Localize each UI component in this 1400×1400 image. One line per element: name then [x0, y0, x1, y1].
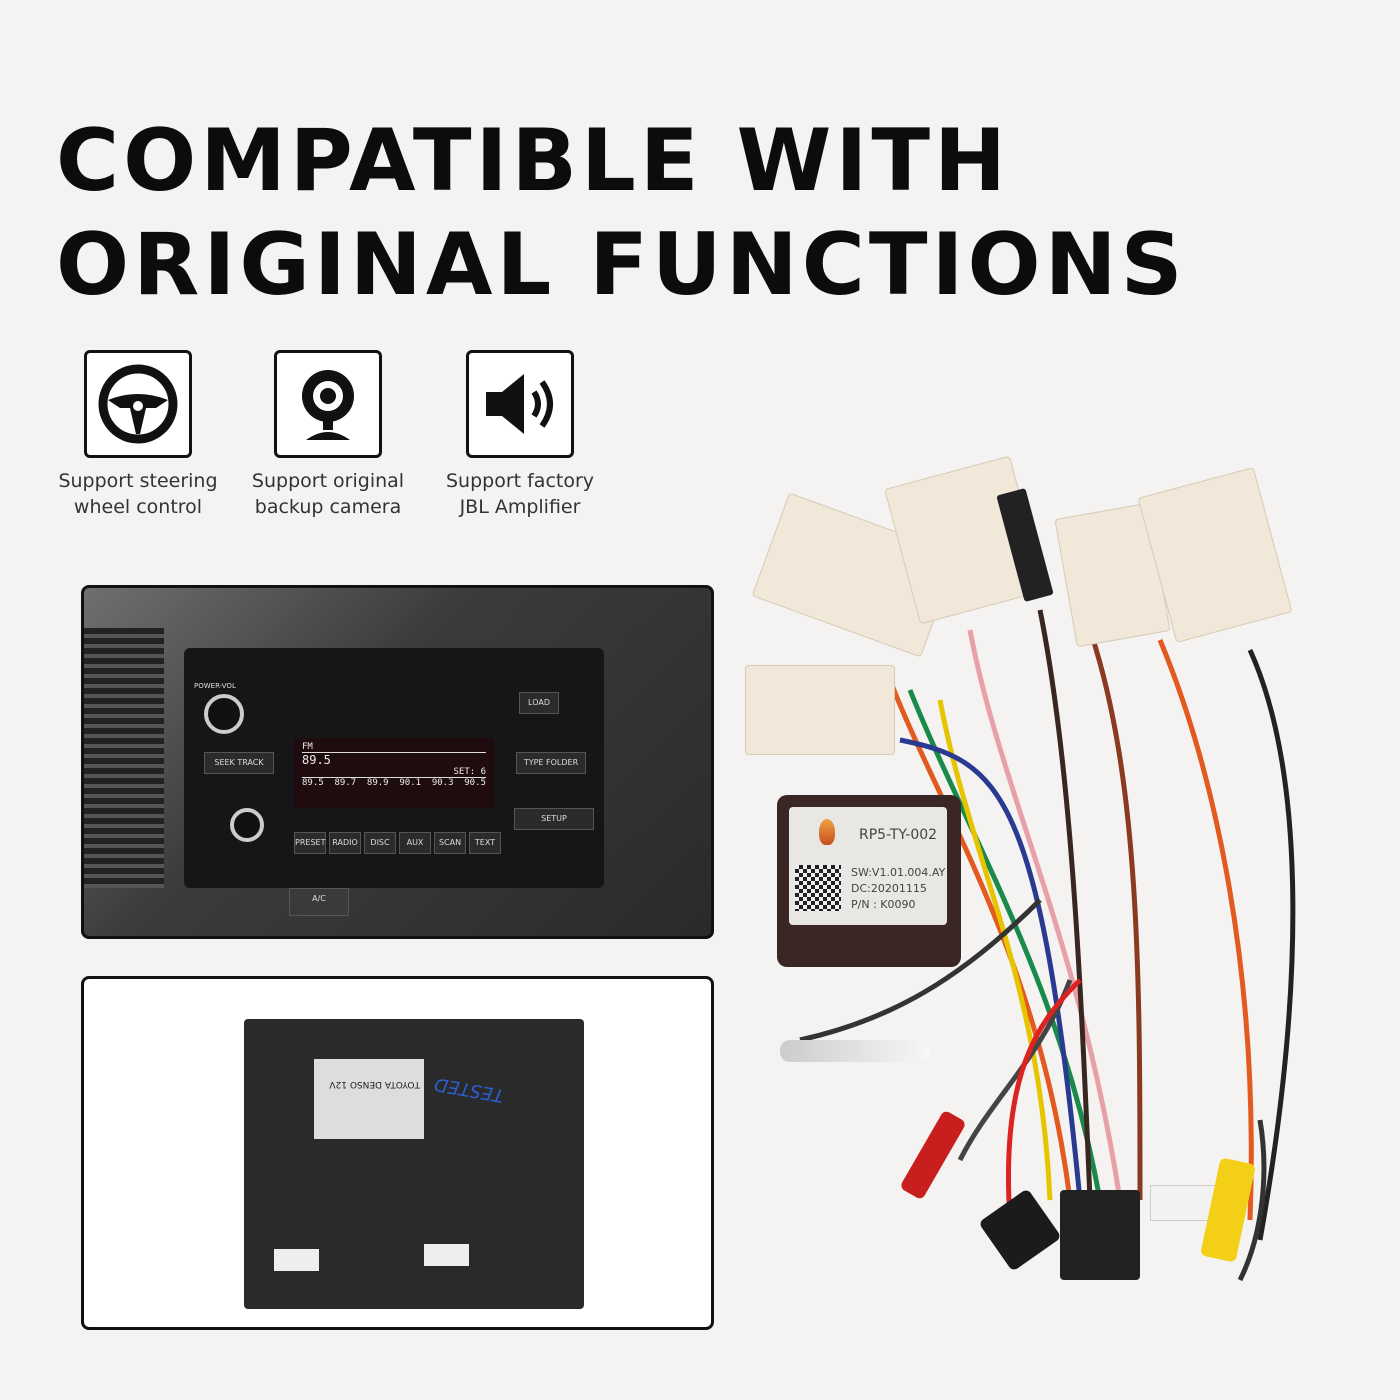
preset-button: PRESET — [294, 832, 326, 854]
scan-button: SCAN — [434, 832, 466, 854]
module-model: RP5-TY-002 — [859, 827, 938, 843]
connector — [424, 1244, 469, 1266]
steering-wheel-icon — [84, 350, 192, 458]
rca-white-plug — [780, 1040, 930, 1062]
preset: 90.3 — [431, 778, 454, 788]
head-unit-photo: TOYOTA DENSO 12V TESTED — [81, 976, 714, 1330]
setup-button: SETUP — [514, 808, 594, 830]
connector — [274, 1249, 319, 1271]
load-button: LOAD — [519, 692, 559, 714]
radio-display: FM 89.5 SET: 6 89.5 89.7 89.9 90.1 90.3 90.5 — [294, 738, 494, 808]
band: FM — [302, 742, 313, 752]
disc-button: DISC — [364, 832, 396, 854]
qr-code — [795, 865, 841, 911]
preset: 90.5 — [464, 778, 486, 788]
ac-button: A/C — [289, 888, 349, 916]
factory-radio: POWER-VOL LOAD FM 89.5 SET: 6 89.5 89.7 89… — [184, 648, 604, 888]
flame-logo-icon — [819, 819, 835, 845]
head-unit-body: TOYOTA DENSO 12V TESTED — [244, 1019, 584, 1309]
text-button: TEXT — [469, 832, 501, 854]
harness-wires — [799, 609, 1296, 1282]
preset-set: SET: 6 — [453, 767, 486, 777]
handwriting: TESTED — [432, 1073, 506, 1106]
tune-knob — [230, 808, 264, 842]
seek-button: SEEK TRACK — [204, 752, 274, 774]
module-sw: SW:V1.01.004.AY — [851, 866, 946, 879]
canbus-decoder-module: RP5-TY-002 SW:V1.01.004.AY DC:20201115 P… — [777, 795, 961, 967]
headline-line-2: ORIGINAL FUNCTIONS — [56, 215, 1187, 315]
webcam-icon — [274, 350, 382, 458]
radio-button: RADIO — [329, 832, 361, 854]
power-label: POWER-VOL — [194, 682, 236, 690]
headline-line-1: COMPATIBLE WITH — [56, 111, 1011, 211]
preset: 89.9 — [366, 778, 389, 788]
volume-knob — [204, 694, 244, 734]
preset: 89.5 — [302, 778, 324, 788]
air-vent — [84, 628, 164, 888]
frequency: 89.5 — [302, 752, 486, 767]
module-pn: P/N : K0090 — [851, 898, 916, 911]
module-label: RP5-TY-002 SW:V1.01.004.AY DC:20201115 P… — [789, 807, 947, 925]
unit-sticker: TOYOTA DENSO 12V — [314, 1059, 424, 1139]
iso-plug — [1060, 1190, 1140, 1280]
aux-button: AUX — [399, 832, 431, 854]
speaker-icon — [466, 350, 574, 458]
preset: 90.1 — [399, 778, 422, 788]
type-button: TYPE FOLDER — [516, 752, 586, 774]
connector-plug — [745, 665, 895, 755]
preset: 89.7 — [334, 778, 357, 788]
module-dc: DC:20201115 — [851, 882, 927, 895]
dashboard-radio-photo: POWER-VOL LOAD FM 89.5 SET: 6 89.5 89.7 89… — [81, 585, 714, 939]
